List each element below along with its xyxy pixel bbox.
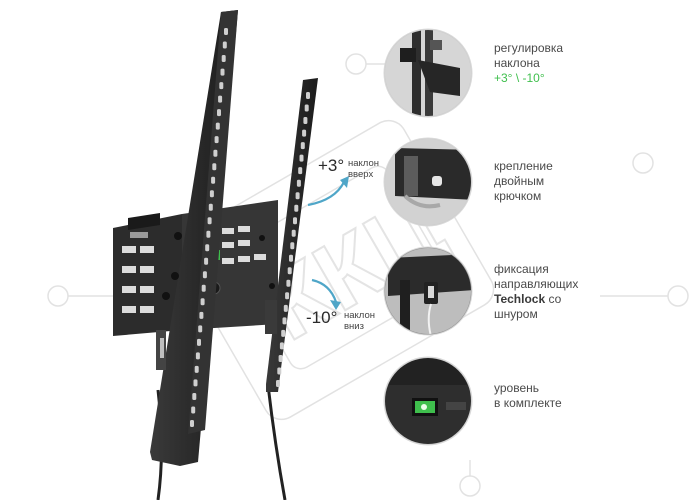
feature-1-highlight: +3° \ -10° — [494, 71, 545, 85]
tilt-down-arrowhead — [330, 300, 341, 310]
tilt-down-note-line2: вниз — [344, 321, 364, 332]
feature-1-line-1: регулировка — [494, 41, 564, 55]
tilt-up-note-line2: вверх — [348, 169, 374, 180]
rail-hole — [212, 163, 217, 171]
rail-hole — [199, 311, 204, 319]
rail-hole — [209, 190, 214, 198]
left-vertical-rail — [150, 10, 238, 466]
tilt-down-value: -10° — [306, 308, 338, 327]
rail-hole — [281, 329, 286, 337]
rail-hole — [296, 179, 301, 187]
tilt-up-value: +3° — [318, 156, 345, 175]
rail-hole — [306, 92, 310, 99]
rail-hole — [214, 136, 219, 144]
rail-hole — [294, 204, 299, 212]
rail-hole — [277, 367, 282, 375]
rail-hole — [298, 167, 303, 175]
feature-level-text: уровень в комплекте — [494, 381, 562, 411]
double-hook-closeup-icon — [383, 137, 473, 227]
rail-hole — [193, 379, 198, 387]
tilt-down-note: наклон вниз — [344, 310, 375, 332]
rail-hole — [300, 142, 305, 150]
rail-hole — [219, 82, 224, 90]
rail-hole — [287, 267, 292, 275]
rail-hole — [213, 149, 218, 157]
tilt-down-note-line1: наклон — [344, 310, 375, 321]
rail-hole — [206, 230, 211, 238]
rail-hole — [304, 104, 309, 112]
tilt-up-arrowhead — [340, 176, 349, 188]
rail-hole — [290, 242, 295, 250]
rail-hole — [197, 338, 201, 346]
feature-1-line-2: наклона — [494, 56, 540, 70]
rail-hole — [283, 304, 288, 312]
tilt-down-arrow — [311, 278, 338, 303]
rail-hole — [220, 68, 225, 76]
feature-3-brand: Techlock — [494, 292, 546, 306]
feature-3-brand-suffix: со — [545, 292, 562, 306]
rail-hole — [217, 109, 221, 117]
tilt-up-arrow — [307, 181, 345, 207]
feature-4-line-1: уровень — [494, 381, 540, 395]
tilt-up-note: наклон вверх — [348, 158, 379, 180]
feature-techlock-text: фиксация направляющих Techlock со шнуром — [494, 262, 578, 322]
rail-hole — [282, 317, 287, 325]
tv-wall-mount — [113, 10, 318, 500]
feature-2-line-2: двойным — [494, 174, 545, 188]
rail-hole — [291, 229, 296, 237]
rail-hole — [194, 365, 199, 373]
feature-2-line-1: крепление — [494, 159, 553, 173]
feature-3-line-4: шнуром — [494, 307, 538, 321]
tilt-adjust-closeup-icon — [383, 28, 473, 118]
rail-hole — [205, 244, 210, 252]
rail-hole — [191, 406, 196, 414]
rail-hole — [295, 192, 300, 200]
rail-hole — [293, 217, 297, 225]
rail-hole — [276, 380, 280, 387]
rail-hole — [285, 292, 290, 300]
tilt-up-note-line1: наклон — [348, 158, 379, 169]
bubble-level-closeup-icon — [383, 356, 473, 446]
feature-3-line-3: Techlock со — [494, 292, 578, 307]
rail-hole — [198, 325, 203, 333]
rail-hole — [195, 352, 200, 360]
rail-hole — [204, 257, 209, 265]
rail-hole — [303, 117, 308, 124]
feature-tilt-adjust-text: регулировка наклона +3° \ -10° — [494, 41, 563, 86]
rail-hole — [278, 355, 283, 362]
rail-hole — [215, 122, 220, 130]
rail-hole — [279, 342, 284, 350]
feature-2-line-3: крючком — [494, 189, 542, 203]
rail-hole — [224, 28, 228, 35]
rail-hole — [200, 298, 205, 306]
rail-hole — [222, 41, 227, 49]
rail-hole — [299, 154, 304, 162]
rail-hole — [207, 217, 212, 225]
rail-hole — [289, 254, 293, 262]
feature-4-line-2: в комплекте — [494, 396, 562, 410]
right-vertical-rail — [266, 78, 318, 392]
rail-hole — [218, 95, 223, 103]
feature-double-hook-text: крепление двойным крючком — [494, 159, 553, 204]
rail-hole — [302, 129, 307, 137]
feature-3-line-2: направляющих — [494, 277, 579, 291]
techlock-cord-closeup-icon — [383, 246, 473, 336]
feature-3-line-1: фиксация — [494, 262, 549, 276]
rail-hole — [202, 271, 207, 279]
rail-hole — [201, 284, 206, 292]
rail-hole — [211, 176, 216, 184]
rail-hole — [208, 203, 213, 211]
rail-hole — [286, 279, 291, 287]
rail-hole — [221, 55, 226, 62]
rail-hole — [190, 420, 194, 427]
rail-hole — [192, 393, 197, 400]
